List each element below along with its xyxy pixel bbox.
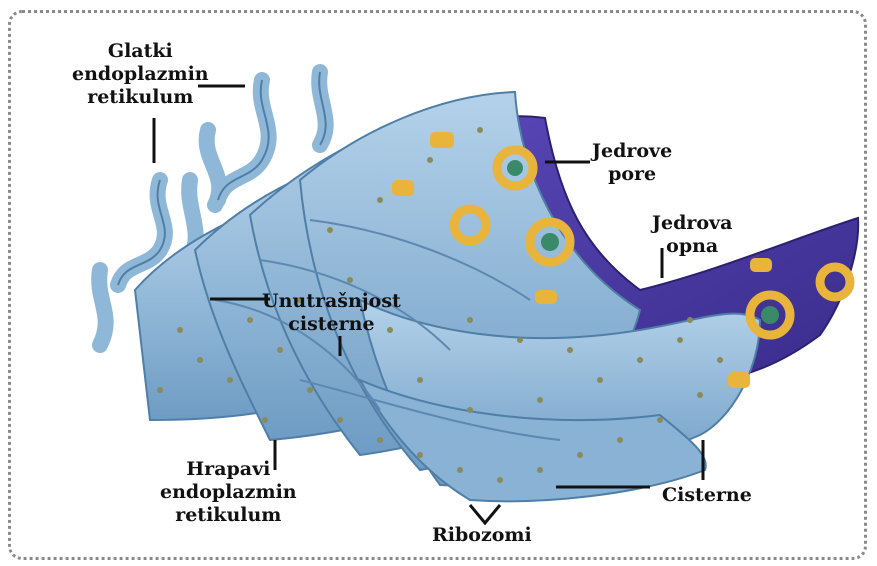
label-glatki-er: Glatki endoplazmin retikulum bbox=[72, 40, 209, 109]
label-cisterne: Cisterne bbox=[662, 484, 752, 507]
label-ribozomi: Ribozomi bbox=[432, 524, 532, 547]
label-unutrasnjost-cisterne: Unutrašnjost cisterne bbox=[262, 290, 401, 336]
label-jedrova-opna: Jedrova opna bbox=[652, 212, 732, 258]
label-hrapavi-er: Hrapavi endoplazmin retikulum bbox=[160, 458, 297, 527]
label-jedrove-pore: Jedrove pore bbox=[592, 140, 672, 186]
